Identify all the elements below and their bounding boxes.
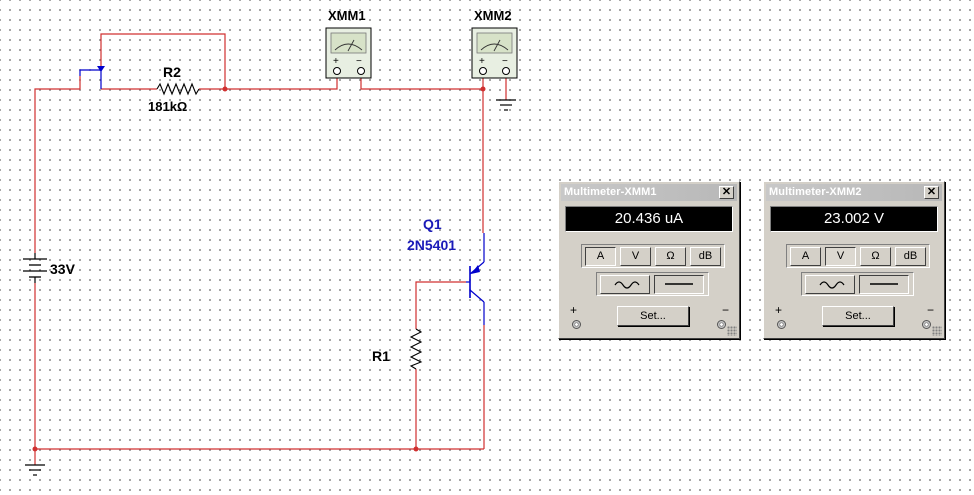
- ac-wave-icon: [614, 281, 640, 289]
- junction-dot: [222, 86, 228, 92]
- r2-value: 181kΩ: [148, 99, 187, 114]
- junction-dot: [32, 446, 38, 452]
- junction-dot: [413, 446, 419, 452]
- q1-ref: Q1: [423, 216, 442, 232]
- window-title: Multimeter-XMM2: [769, 186, 862, 198]
- resistor-r1[interactable]: R1: [372, 328, 423, 370]
- set-button[interactable]: Set...: [822, 306, 894, 326]
- multimeter-xmm1-window[interactable]: Multimeter-XMM1 ✕ 20.436 uA A V Ω dB + S…: [558, 181, 740, 339]
- minus-terminal[interactable]: [922, 320, 931, 329]
- xmm2-minus: −: [502, 56, 508, 67]
- mode-button-group: A V Ω dB: [581, 244, 725, 268]
- q1-model: 2N5401: [407, 237, 456, 253]
- ac-wave-icon: [819, 281, 845, 289]
- battery-value: 33V: [50, 261, 76, 277]
- xmm1-minus: −: [356, 56, 362, 67]
- minus-terminal[interactable]: [717, 320, 726, 329]
- mode-voltmeter-button[interactable]: V: [620, 247, 651, 266]
- xmm1-ref: XMM1: [328, 8, 366, 23]
- ac-button[interactable]: [600, 275, 650, 294]
- mode-ohmmeter-button[interactable]: Ω: [655, 247, 686, 266]
- mode-voltmeter-button[interactable]: V: [825, 247, 856, 266]
- wires: [34, 33, 507, 465]
- resize-grip[interactable]: [727, 326, 737, 336]
- mode-ammeter-button[interactable]: A: [790, 247, 821, 266]
- xmm2-symbol[interactable]: + − XMM2: [471, 8, 518, 79]
- signal-type-group: [596, 272, 709, 296]
- resize-grip[interactable]: [932, 326, 942, 336]
- wire-left-top: [34, 76, 81, 253]
- minus-terminal-label: −: [721, 303, 729, 317]
- ground-icon: [25, 464, 45, 476]
- set-button[interactable]: Set...: [617, 306, 689, 326]
- xmm2-plus: +: [479, 56, 485, 67]
- wire-r1-to-base: [415, 281, 466, 329]
- meter-reading-display: 20.436 uA: [565, 206, 733, 232]
- transistor-q1[interactable]: Q1 2N5401: [407, 216, 485, 325]
- potentiometer-r2[interactable]: R2 181kΩ: [79, 64, 200, 114]
- dc-line-icon: [870, 283, 898, 285]
- window-title: Multimeter-XMM1: [564, 186, 657, 198]
- close-button[interactable]: ✕: [719, 186, 734, 199]
- plus-terminal-label: +: [570, 303, 578, 317]
- minus-terminal-label: −: [926, 303, 934, 317]
- multimeter-xmm2-window[interactable]: Multimeter-XMM2 ✕ 23.002 V A V Ω dB + Se…: [763, 181, 945, 339]
- xmm1-plus: +: [333, 56, 339, 67]
- mode-ohmmeter-button[interactable]: Ω: [860, 247, 891, 266]
- xmm2-ref: XMM2: [474, 8, 512, 23]
- meter-reading-display: 23.002 V: [770, 206, 938, 232]
- ac-button[interactable]: [805, 275, 855, 294]
- multimeter-xmm1-titlebar[interactable]: Multimeter-XMM1 ✕: [561, 184, 737, 201]
- signal-type-group: [801, 272, 914, 296]
- wire-wiper-loop: [100, 33, 226, 89]
- mode-decibel-button[interactable]: dB: [895, 247, 926, 266]
- dc-line-icon: [665, 283, 693, 285]
- mode-ammeter-button[interactable]: A: [585, 247, 616, 266]
- xmm1-symbol[interactable]: + − XMM1: [325, 8, 372, 79]
- wire-to-xmm1-plus: [225, 78, 338, 90]
- junction-dot: [480, 86, 486, 92]
- plus-terminal-label: +: [775, 303, 783, 317]
- battery-33v[interactable]: 33V: [23, 253, 76, 283]
- plus-terminal[interactable]: [572, 320, 581, 329]
- dc-button[interactable]: [654, 275, 704, 294]
- plus-terminal[interactable]: [777, 320, 786, 329]
- ground-icon: [496, 99, 516, 111]
- r2-ref: R2: [163, 64, 181, 80]
- wire-xmm1-minus: [360, 78, 483, 90]
- multimeter-xmm2-titlebar[interactable]: Multimeter-XMM2 ✕: [766, 184, 942, 201]
- mode-decibel-button[interactable]: dB: [690, 247, 721, 266]
- dc-button[interactable]: [859, 275, 909, 294]
- r1-ref: R1: [372, 348, 390, 364]
- junctions: [32, 86, 486, 452]
- close-button[interactable]: ✕: [924, 186, 939, 199]
- mode-button-group: A V Ω dB: [786, 244, 930, 268]
